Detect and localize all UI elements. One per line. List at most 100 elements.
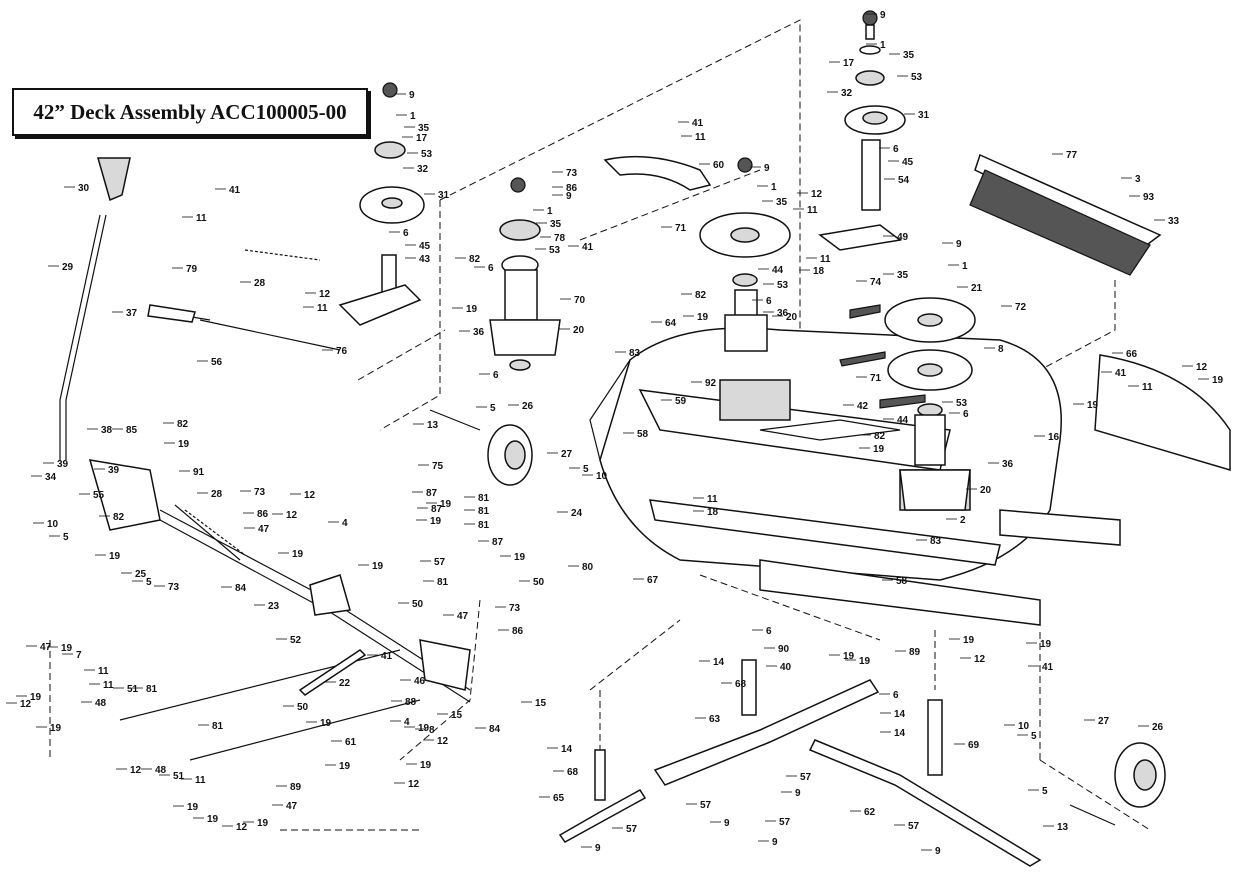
callout-17-2: 17 — [416, 133, 428, 144]
callout-72: 72 — [1015, 302, 1027, 313]
callout-19: 19 — [466, 304, 478, 315]
callout-65: 65 — [553, 793, 565, 804]
callout-79: 79 — [186, 264, 198, 275]
callout-5-5: 5 — [1031, 731, 1037, 742]
callout-19-17: 19 — [420, 760, 432, 771]
callout-81-6: 81 — [212, 721, 224, 732]
callout-15-2: 15 — [535, 698, 547, 709]
callout-41-2: 41 — [692, 118, 704, 129]
callout-4: 4 — [342, 518, 348, 529]
callout-71: 71 — [675, 223, 687, 234]
callout-47: 47 — [258, 524, 270, 535]
callout-19-7: 19 — [372, 561, 384, 572]
callout-20-3: 20 — [980, 485, 992, 496]
callout-19-16: 19 — [418, 723, 430, 734]
callout-1-2: 1 — [771, 182, 777, 193]
callout-35: 35 — [550, 219, 562, 230]
callout-73-2: 73 — [254, 487, 266, 498]
callout-50: 50 — [412, 599, 424, 610]
callout-57-2: 57 — [800, 772, 812, 783]
callout-41-3: 41 — [582, 242, 594, 253]
callout-53-3: 53 — [911, 72, 923, 83]
callout-6-8: 6 — [893, 144, 899, 155]
callout-4-2: 4 — [404, 717, 410, 728]
callout-6-4: 6 — [766, 626, 772, 637]
callout-53-4: 53 — [777, 280, 789, 291]
callout-12-4: 12 — [286, 510, 298, 521]
callout-11-6: 11 — [707, 494, 718, 505]
callout-50-3: 50 — [297, 702, 309, 713]
idler-pulleys — [839, 297, 976, 409]
callout-35-4: 35 — [776, 197, 788, 208]
callout-2: 2 — [960, 515, 966, 526]
callout-19-6: 19 — [292, 549, 304, 560]
callout-82-4: 82 — [874, 431, 886, 442]
callout-56: 56 — [211, 357, 223, 368]
callout-83-2: 83 — [930, 536, 942, 547]
callout-19-25: 19 — [320, 718, 332, 729]
callout-47-3: 47 — [40, 642, 52, 653]
callout-81-3: 81 — [478, 520, 490, 531]
callout-11-2: 11 — [196, 213, 207, 224]
callout-27-2: 27 — [1098, 716, 1110, 727]
callout-12-5: 12 — [20, 699, 32, 710]
callout-14-2: 14 — [894, 709, 906, 720]
belt-guard-shields — [603, 153, 1231, 472]
callout-40: 40 — [780, 662, 792, 673]
lift-handle-and-linkage — [59, 157, 471, 761]
callout-69: 69 — [968, 740, 980, 751]
callout-19-9: 19 — [109, 551, 121, 562]
callout-19-13: 19 — [187, 802, 199, 813]
callout-7: 7 — [76, 650, 82, 661]
center-spindle-pulley-stack — [699, 157, 791, 352]
callout-47-4: 47 — [286, 801, 298, 812]
callout-57-4: 57 — [779, 817, 791, 828]
callout-16: 16 — [1048, 432, 1060, 443]
callout-20: 20 — [573, 325, 585, 336]
mower-deck-housing — [589, 327, 1121, 626]
callout-81: 81 — [478, 493, 490, 504]
callout-13-2: 13 — [1057, 822, 1069, 833]
callout-41-4: 41 — [381, 651, 393, 662]
callout-81-4: 81 — [437, 577, 449, 588]
callout-75: 75 — [432, 461, 444, 472]
callout-19-4: 19 — [430, 516, 442, 527]
callout-37: 37 — [126, 308, 138, 319]
callout-77: 77 — [1066, 150, 1078, 161]
callout-35-2: 35 — [418, 123, 430, 134]
callout-82-5: 82 — [113, 512, 125, 523]
callout-15: 15 — [451, 710, 463, 721]
callout-87-2: 87 — [431, 504, 443, 515]
callout-53-5: 53 — [956, 398, 968, 409]
callout-31-2: 31 — [918, 110, 930, 121]
callout-6-7: 6 — [403, 228, 409, 239]
callout-11-8: 11 — [103, 680, 114, 691]
callout-53: 53 — [549, 245, 561, 256]
callout-19-18: 19 — [339, 761, 351, 772]
callout-82-3: 82 — [695, 290, 707, 301]
callout-9-9: 9 — [595, 843, 601, 854]
callout-6-5: 6 — [963, 409, 969, 420]
callout-57-6: 57 — [908, 821, 920, 832]
callout-89-2: 89 — [290, 782, 302, 793]
callout-36-3: 36 — [1002, 459, 1014, 470]
callout-19-22: 19 — [1040, 639, 1052, 650]
callout-34: 34 — [45, 472, 57, 483]
callout-27: 27 — [561, 449, 573, 460]
callout-51-2: 51 — [173, 771, 185, 782]
callout-19-2: 19 — [697, 312, 709, 323]
callout-64: 64 — [665, 318, 677, 329]
callout-19-26: 19 — [178, 439, 190, 450]
callout-5-4: 5 — [146, 577, 152, 588]
callout-19-20: 19 — [1212, 375, 1224, 386]
callout-29: 29 — [62, 262, 74, 273]
callout-26-2: 26 — [1152, 722, 1164, 733]
callout-42: 42 — [857, 401, 869, 412]
callout-9-10: 9 — [935, 846, 941, 857]
callout-87: 87 — [426, 488, 438, 499]
callout-93: 93 — [1143, 192, 1155, 203]
callout-85: 85 — [126, 425, 138, 436]
callout-86-3: 86 — [512, 626, 524, 637]
callout-45-2: 45 — [902, 157, 914, 168]
